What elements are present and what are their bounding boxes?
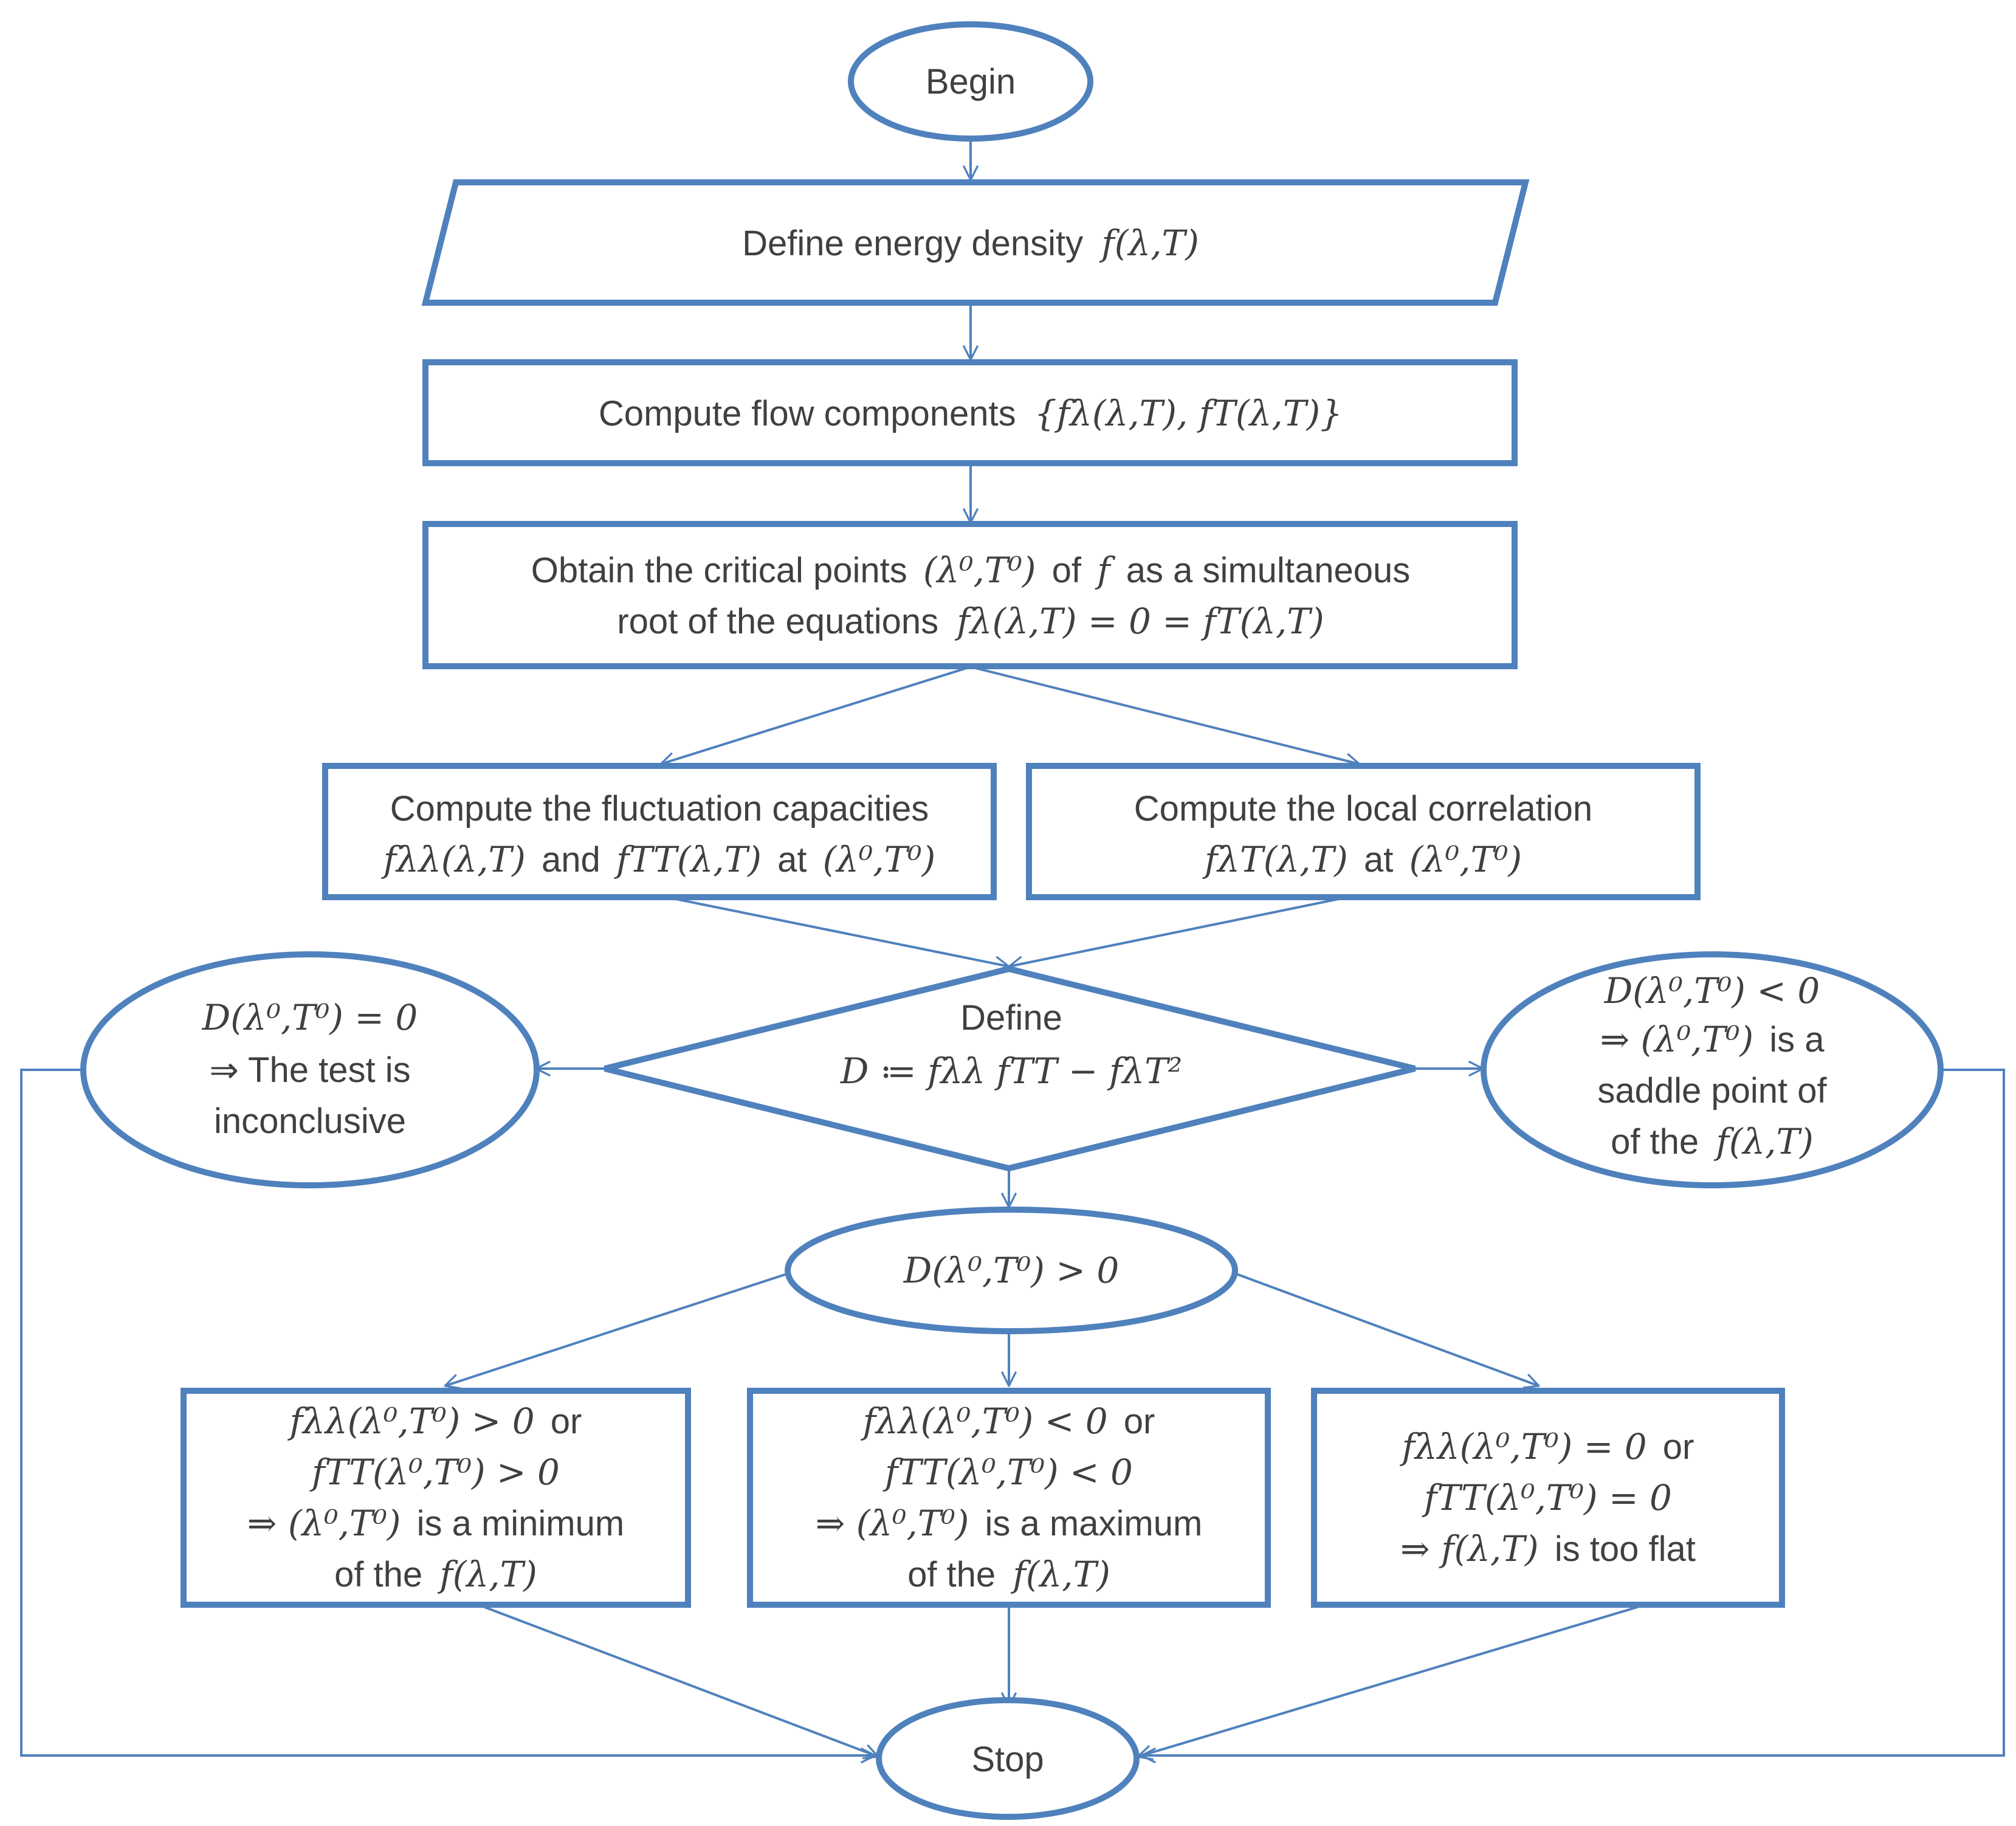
arrow-positive-to-minimum (445, 1272, 789, 1386)
fluctuation-line2: fλλ(λ,T) and fTT(λ,T) at (λ⁰,T⁰) (381, 839, 935, 880)
d-negative-line1: D(λ⁰,T⁰) < 0 (1604, 970, 1820, 1011)
fluctuation-line1: Compute the fluctuation capacities (390, 789, 929, 829)
minimum-line1: fλλ(λ⁰,T⁰) > 0 or (287, 1401, 582, 1442)
arrow-zero-to-stop (20, 1069, 875, 1755)
d-negative-line3: saddle point of (1597, 1071, 1827, 1111)
begin-terminal (848, 21, 1093, 142)
fluctuation-box (322, 763, 997, 900)
arrow-minimum-to-stop (478, 1604, 878, 1757)
d-positive-label: D(λ⁰,T⁰) > 0 (903, 1250, 1120, 1291)
correlation-box (1026, 763, 1701, 900)
define-d-line2: D ≔ fλλ fTT − fλT² (840, 1050, 1182, 1092)
minimum-line4: of the f(λ,T) (334, 1554, 537, 1595)
d-negative-line4: of the f(λ,T) (1611, 1121, 1814, 1162)
flat-line2: fTT(λ⁰,T⁰) = 0 (1422, 1477, 1672, 1518)
correlation-line2: fλT(λ,T) at (λ⁰,T⁰) (1202, 839, 1522, 880)
flat-line1: fλλ(λ⁰,T⁰) = 0 or (1400, 1426, 1694, 1467)
minimum-box (181, 1388, 691, 1608)
arrow-correlation-to-define-d (1009, 896, 1348, 966)
critical-points-line2: root of the equations fλ(λ,T) = 0 = fT(λ… (617, 601, 1324, 642)
stop-label: Stop (971, 1740, 1044, 1779)
minimum-line3: ⇒ (λ⁰,T⁰) is a minimum (247, 1503, 624, 1544)
define-d-line1: Define (960, 998, 1062, 1038)
d-zero-line1: D(λ⁰,T⁰) = 0 (202, 997, 418, 1038)
connectors (20, 139, 2005, 1757)
d-zero-line3: inconclusive (214, 1101, 406, 1141)
maximum-line1: fλλ(λ⁰,T⁰) < 0 or (861, 1401, 1155, 1442)
critical-points-box (422, 521, 1518, 669)
flat-box (1311, 1388, 1785, 1608)
d-zero-line2: ⇒ The test is (209, 1050, 410, 1090)
maximum-line2: fTT(λ⁰,T⁰) < 0 (882, 1452, 1133, 1493)
arrow-negative-to-stop (1141, 1069, 2005, 1755)
flat-line3: ⇒ f(λ,T) is too flat (1400, 1528, 1696, 1569)
maximum-line3: ⇒ (λ⁰,T⁰) is a maximum (816, 1503, 1203, 1544)
arrow-critical-to-correlation (970, 666, 1360, 764)
arrow-positive-to-flat (1234, 1272, 1539, 1386)
d-negative-line2: ⇒ (λ⁰,T⁰) is a (1600, 1019, 1825, 1060)
flow-components-box (422, 359, 1518, 466)
define-d-decision (604, 965, 1416, 1172)
arrow-critical-to-fluctuation (661, 666, 971, 764)
d-zero-ellipse (80, 951, 540, 1188)
flow-components-label: Compute flow components {fλ(λ,T), fT(λ,T… (599, 393, 1343, 434)
maximum-line4: of the f(λ,T) (907, 1554, 1110, 1595)
arrow-fluctuation-to-define-d (666, 896, 1009, 966)
arrow-flat-to-stop (1138, 1604, 1646, 1757)
d-negative-ellipse (1481, 951, 1944, 1188)
critical-points-line1: Obtain the critical points (λ⁰,T⁰) of f … (531, 550, 1410, 591)
define-energy-box (421, 179, 1530, 306)
maximum-box (747, 1388, 1271, 1608)
correlation-line1: Compute the local correlation (1134, 789, 1592, 829)
d-positive-ellipse (785, 1207, 1238, 1334)
define-energy-label: Define energy density f(λ,T) (742, 222, 1199, 264)
minimum-line2: fTT(λ⁰,T⁰) > 0 (309, 1452, 560, 1493)
stop-terminal (876, 1697, 1140, 1820)
begin-label: Begin (926, 62, 1016, 102)
